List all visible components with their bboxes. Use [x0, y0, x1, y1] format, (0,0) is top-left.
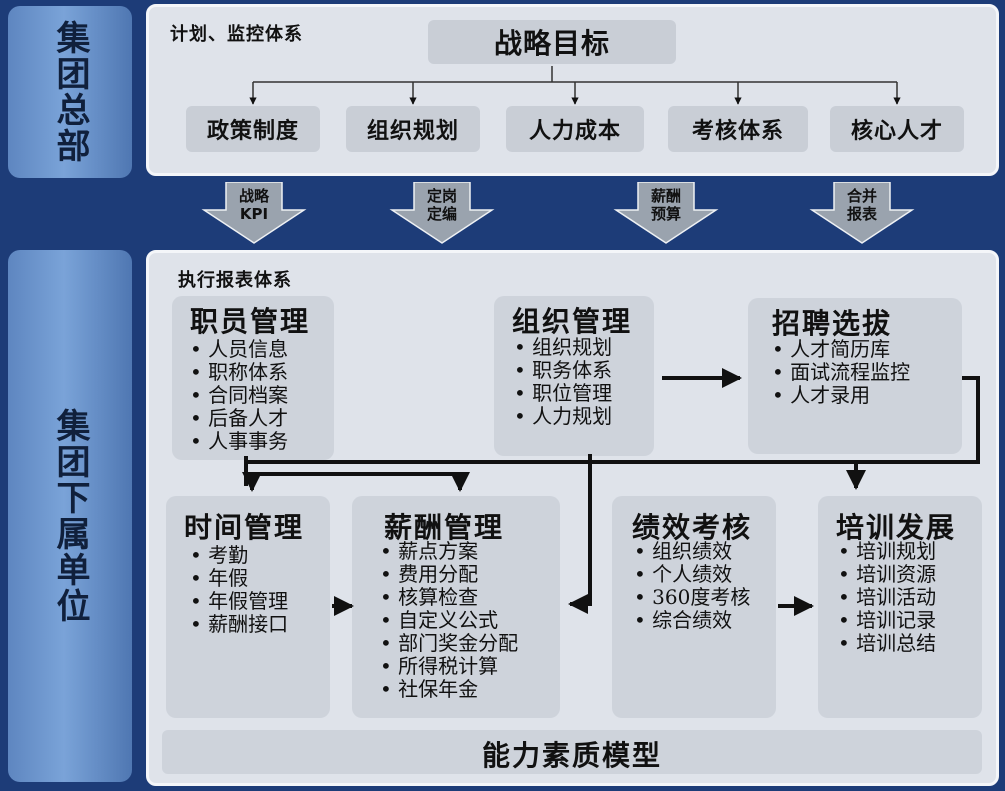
list-item: 培训规划 — [838, 540, 936, 563]
list-item: 人员信息 — [190, 338, 288, 361]
list-item: 费用分配 — [380, 563, 518, 586]
competency-model-bar — [162, 730, 982, 774]
list-item: 年假管理 — [190, 590, 288, 613]
list-item: 组织绩效 — [634, 540, 750, 563]
goal-item-hr-cost: 人力成本 — [506, 106, 644, 152]
list-item: 培训活动 — [838, 586, 936, 609]
list-item: 考勤 — [190, 544, 288, 567]
module-org-title: 组织管理 — [512, 305, 633, 338]
planning-monitoring-label: 计划、监控体系 — [170, 24, 303, 45]
goal-item-org-plan: 组织规划 — [346, 106, 480, 152]
list-item: 人力规划 — [514, 405, 612, 428]
flow-arrow-strategy-kpi: 战略 KPI — [200, 181, 308, 244]
line-recruit-loop — [246, 376, 980, 464]
list-item: 综合绩效 — [634, 609, 750, 632]
goal-item-assessment: 考核体系 — [668, 106, 808, 152]
arrow-to-salary — [246, 472, 470, 492]
list-item: 所得税计算 — [380, 655, 518, 678]
module-recruit-list: 人才简历库 面试流程监控 人才录用 — [772, 338, 910, 407]
arrow-org-to-salary — [568, 454, 592, 614]
list-item: 合同档案 — [190, 384, 288, 407]
execution-report-label: 执行报表体系 — [178, 270, 292, 291]
down-arrow-icon — [613, 181, 719, 244]
list-item: 培训资源 — [838, 563, 936, 586]
flow-label-line2: 预算 — [650, 205, 681, 223]
module-staff-title: 职员管理 — [190, 305, 311, 338]
list-item: 个人绩效 — [634, 563, 750, 586]
list-item: 培训总结 — [838, 632, 936, 655]
flow-arrow-staffing: 定岗 定编 — [388, 181, 496, 244]
list-item: 人才录用 — [772, 384, 910, 407]
flow-label-line1: 合并 — [846, 187, 877, 205]
list-item: 部门奖金分配 — [380, 632, 518, 655]
sidebar-subsidiaries-label: 集团下属单位 — [50, 408, 90, 624]
list-item: 自定义公式 — [380, 609, 518, 632]
module-training-list: 培训规划 培训资源 培训活动 培训记录 培训总结 — [838, 540, 936, 655]
list-item: 组织规划 — [514, 336, 612, 359]
list-item: 人才简历库 — [772, 338, 910, 361]
flow-label-line1: 薪酬 — [650, 187, 681, 205]
module-perf-list: 组织绩效 个人绩效 360度考核 综合绩效 — [634, 540, 750, 632]
list-item: 社保年金 — [380, 678, 518, 701]
strategic-goal-box: 战略目标 — [428, 20, 676, 64]
competency-model-label: 能力素质模型 — [481, 739, 662, 772]
list-item: 面试流程监控 — [772, 361, 910, 384]
list-item: 薪点方案 — [380, 540, 518, 563]
flow-arrow-consolidated: 合并 报表 — [808, 181, 916, 244]
flow-label-line2: KPI — [239, 205, 269, 223]
flow-label-line1: 战略 — [238, 187, 269, 205]
goal-item-policy: 政策制度 — [186, 106, 320, 152]
list-item: 薪酬接口 — [190, 613, 288, 636]
down-arrow-icon — [389, 181, 495, 244]
flow-arrow-salary-budget: 薪酬 预算 — [612, 181, 720, 244]
sidebar-subsidiaries: 集团下属单位 — [8, 250, 132, 782]
list-item: 职位管理 — [514, 382, 612, 405]
list-item: 人事事务 — [190, 430, 288, 453]
list-item: 年假 — [190, 567, 288, 590]
goal-item-core-talent: 核心人才 — [830, 106, 964, 152]
list-item: 培训记录 — [838, 609, 936, 632]
down-arrow-icon — [809, 181, 915, 244]
list-item: 核算检查 — [380, 586, 518, 609]
module-time-list: 考勤 年假 年假管理 薪酬接口 — [190, 544, 288, 636]
module-staff-list: 人员信息 职称体系 合同档案 后备人才 人事事务 — [190, 338, 288, 453]
down-arrow-icon — [201, 181, 307, 244]
list-item: 后备人才 — [190, 407, 288, 430]
flow-label-line2: 报表 — [846, 205, 877, 223]
sidebar-headquarters: 集团总部 — [8, 6, 132, 178]
flow-label-line1: 定岗 — [426, 187, 457, 205]
module-time-title: 时间管理 — [184, 511, 305, 544]
module-salary-list: 薪点方案 费用分配 核算检查 自定义公式 部门奖金分配 所得税计算 社保年金 — [380, 540, 518, 701]
list-item: 360度考核 — [634, 586, 750, 609]
list-item: 职称体系 — [190, 361, 288, 384]
flow-label-line2: 定编 — [426, 205, 457, 223]
module-org-list: 组织规划 职务体系 职位管理 人力规划 — [514, 336, 612, 428]
list-item: 职务体系 — [514, 359, 612, 382]
sidebar-headquarters-label: 集团总部 — [50, 20, 90, 164]
module-recruit-title: 招聘选拔 — [772, 307, 893, 340]
